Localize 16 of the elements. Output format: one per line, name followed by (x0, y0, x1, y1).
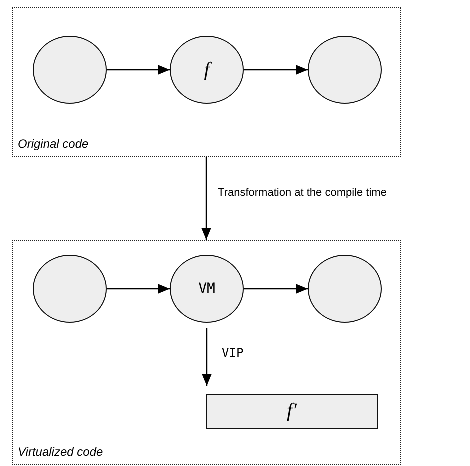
edge-label: VIP (222, 346, 244, 360)
node-label: VM (198, 281, 216, 297)
group-heading: Virtualized code (18, 445, 104, 459)
arrow (244, 65, 308, 75)
arrow (107, 284, 170, 294)
arrow (202, 328, 212, 386)
dotted-group-frame (12, 7, 401, 157)
arrow (244, 284, 308, 294)
edge-label: Transformation at the compile time (218, 187, 387, 199)
arrow (202, 157, 212, 240)
process-box (206, 394, 378, 429)
function-label: f (204, 58, 210, 82)
arrow (107, 65, 170, 75)
dotted-group-frame (12, 240, 401, 465)
group-heading: Original code (18, 137, 89, 151)
function-label: f′ (287, 400, 297, 423)
